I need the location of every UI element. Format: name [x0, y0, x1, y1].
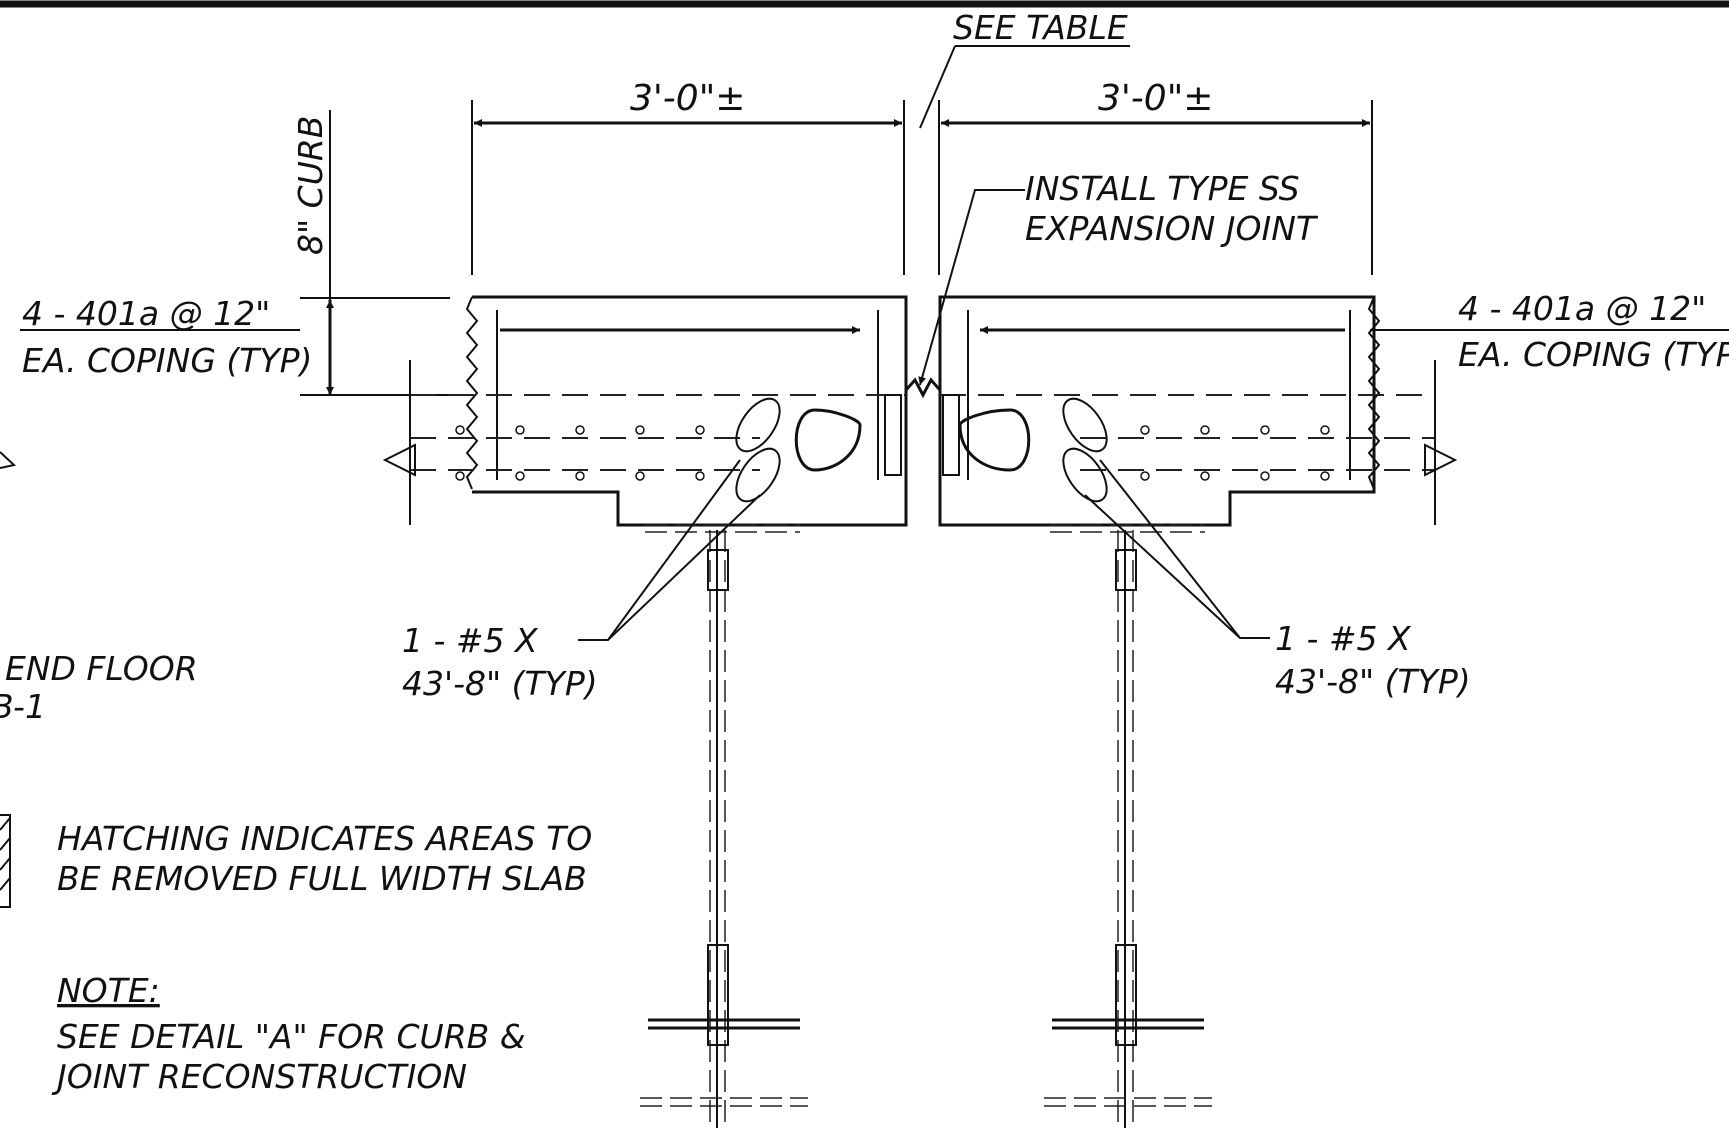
- note-line1: SEE DETAIL "A" FOR CURB &: [57, 1017, 526, 1056]
- left-girder: [640, 524, 808, 1128]
- bar-right-label-line1: 1 - #5 X: [1275, 619, 1412, 658]
- right-girder: [1044, 524, 1212, 1128]
- note-line2: JOINT RECONSTRUCTION: [51, 1057, 467, 1096]
- hatch-legend-line1: HATCHING INDICATES AREAS TO: [57, 819, 592, 858]
- end-floor-label-line1: END FLOOR: [5, 649, 198, 688]
- coping-right-label-line2: EA. COPING (TYP): [1458, 335, 1729, 374]
- bar-left-label-line2: 43'-8" (TYP): [402, 664, 598, 703]
- right-coping-slab: [938, 295, 1458, 527]
- curb-label: 8" CURB: [291, 116, 330, 255]
- bar-right-leader: [1084, 459, 1270, 639]
- bar-left-label-line1: 1 - #5 X: [402, 621, 539, 660]
- dimension-left: [471, 100, 905, 275]
- dim-right-label: 3'-0"±: [1098, 78, 1213, 119]
- bar-left-leader: [578, 459, 761, 641]
- note-title: NOTE:: [57, 971, 160, 1010]
- dimension-right: [938, 100, 1373, 275]
- install-label-line2: EXPANSION JOINT: [1025, 209, 1319, 248]
- coping-left-label-line2: EA. COPING (TYP): [22, 341, 312, 380]
- coping-left-label-line1: 4 - 401a @ 12": [22, 294, 270, 333]
- end-floor-label-line2: FB-1: [0, 687, 46, 726]
- section-arrow-left: [0, 451, 17, 469]
- dim-left-label: 3'-0"±: [630, 78, 745, 119]
- curb-dimension: [300, 110, 472, 396]
- left-coping-slab: [382, 295, 908, 527]
- install-joint-leader: [918, 189, 1025, 386]
- install-label-line1: INSTALL TYPE SS: [1025, 169, 1300, 208]
- expansion-joint-seal: [904, 377, 942, 399]
- bar-right-label-line2: 43'-8" (TYP): [1275, 662, 1471, 701]
- coping-right-label-line1: 4 - 401a @ 12": [1458, 289, 1706, 328]
- hatch-legend-symbol: [0, 814, 11, 908]
- see-table-label: SEE TABLE: [953, 8, 1128, 47]
- hatch-legend-line2: BE REMOVED FULL WIDTH SLAB: [57, 859, 587, 898]
- see-table-callout: [919, 45, 1130, 129]
